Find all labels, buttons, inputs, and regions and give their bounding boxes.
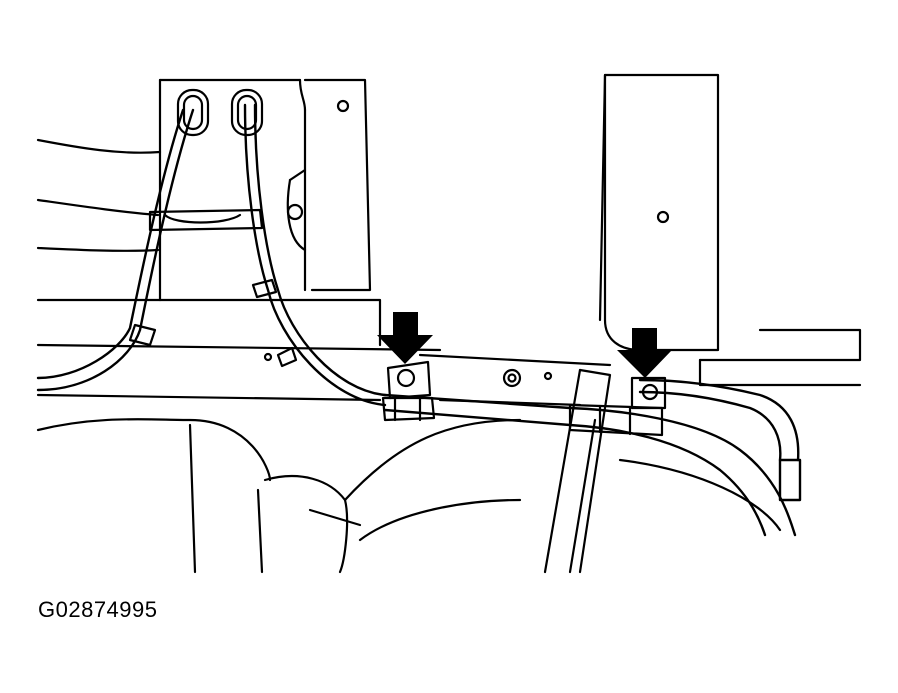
- down-arrow-icon: [617, 328, 672, 378]
- seat-rail-strut: [545, 370, 610, 572]
- floor-pan-outline: [38, 419, 780, 572]
- left-clip-bracket: [383, 362, 434, 420]
- upper-left-panel: [288, 80, 370, 290]
- down-arrow-icon: [377, 312, 433, 364]
- cable-grommets: [178, 90, 262, 135]
- parking-brake-cables: [38, 105, 800, 535]
- cable-tie: [150, 210, 262, 230]
- cable-routing-diagram: [0, 0, 898, 600]
- cable-sleeves: [130, 280, 296, 366]
- figure-id-label: G02874995: [38, 597, 158, 622]
- callout-arrows: [377, 312, 672, 378]
- upright-panel: [600, 75, 718, 350]
- right-clip-bracket: [570, 378, 665, 435]
